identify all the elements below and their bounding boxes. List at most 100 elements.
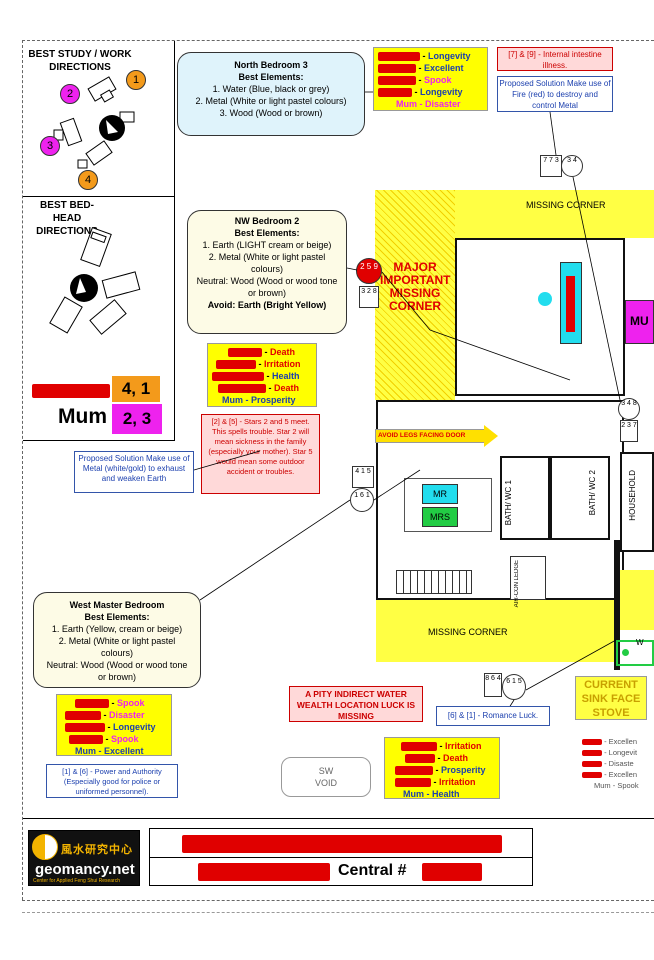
- logo: 風水研究中心 geomancy.net Center for Applied F…: [28, 830, 140, 886]
- bed-frame: [404, 478, 492, 532]
- luck-mum-row: Mum - Disaster: [396, 99, 461, 109]
- wall-segment: [614, 540, 620, 670]
- connector-line: [373, 469, 421, 501]
- edge-luck-box: - Excellen - Longevit - Disaste - Excell…: [578, 736, 654, 792]
- connector-line: [199, 499, 351, 601]
- sw-void-label: SW VOID: [314, 766, 337, 788]
- bed-icon: [49, 226, 141, 335]
- luck-text: Spook: [111, 734, 139, 744]
- connector-line: [346, 267, 358, 271]
- north-bedroom-title: North Bedroom 3: [234, 60, 308, 70]
- luck-text: Longevity: [113, 722, 156, 732]
- person1-row: 4, 1: [30, 376, 170, 404]
- luck-text: Excellent: [424, 63, 464, 73]
- title-line: [150, 857, 532, 858]
- sw-luck-box: - Irritation - Death - Prosperity - Irri…: [384, 737, 500, 799]
- north-bedroom-box: North Bedroom 3 Best Elements: 1. Water …: [177, 52, 365, 136]
- connector-line: [193, 450, 261, 471]
- sw-void: SW VOID: [281, 757, 371, 797]
- nw-bedroom-box: NW Bedroom 2 Best Elements: 1. Earth (LI…: [187, 210, 347, 334]
- w-label: W: [636, 638, 644, 647]
- lamp-dot: [538, 292, 552, 306]
- yin-yang-icon: [32, 834, 58, 860]
- red-marker: [566, 276, 575, 332]
- luck-mum-row: Mum - Excellent: [75, 746, 144, 756]
- luck-text: Disaster: [109, 710, 145, 720]
- stars-sw-box: 8 6 4: [484, 673, 502, 697]
- direction-badge-4: 4: [78, 170, 98, 190]
- west-luck-box: - Spook - Disaster - Longevity - Spook M…: [56, 694, 172, 756]
- luck-text: Death: [443, 753, 469, 763]
- stars-nw-circle: 2 5 9: [356, 258, 382, 284]
- north-solution: Proposed Solution Make use of Fire (red)…: [497, 76, 613, 112]
- luck-row: - Longevity: [378, 50, 483, 62]
- stars-n-right: 3 4: [561, 155, 583, 177]
- room-right-magenta: [625, 300, 654, 344]
- connector-line: [381, 271, 431, 331]
- luck-row: - Spook: [378, 74, 483, 86]
- edge-luck-text: Excellen: [608, 737, 638, 746]
- bed-mr: MR: [422, 484, 458, 504]
- wardrobe: [396, 570, 472, 594]
- north-bedroom-item: 1. Water (Blue, black or grey): [212, 84, 330, 94]
- redacted-name: [32, 384, 110, 398]
- bed-mrs: MRS: [422, 507, 458, 527]
- luck-row: - Irritation: [389, 776, 495, 788]
- luck-text: Irritation: [439, 777, 476, 787]
- edge-luck-text: Disaste: [608, 759, 634, 768]
- major-missing-zone: [375, 190, 455, 400]
- page-frame-bottom2: [22, 912, 654, 913]
- north-bedroom-item: 2. Metal (White or light pastel colours): [195, 96, 347, 106]
- luck-row: - Health: [212, 370, 312, 382]
- luck-row: - Longevit: [582, 747, 654, 758]
- missing-corner-top: [455, 190, 654, 238]
- title-block: Central #: [149, 828, 533, 886]
- west-master-item: 1. Earth (Yellow, cream or beige): [51, 624, 183, 634]
- page-frame-top: [22, 40, 654, 41]
- sink-note: CURRENT SINK FACE STOVE: [575, 676, 647, 720]
- nw-bedroom-subtitle: Best Elements:: [234, 228, 300, 238]
- stars-w-box: 4 1 5: [352, 466, 374, 488]
- luck-text: Prosperity: [441, 765, 486, 775]
- logo-sub: Center for Applied Feng Shui Research: [33, 878, 120, 884]
- stars-sw-circle: 6 1 5: [502, 674, 526, 700]
- study-desks-diagram: [53, 76, 135, 169]
- direction-badge-1: 1: [126, 70, 146, 90]
- luck-row: - Longevity: [378, 86, 483, 98]
- sink-dot: [622, 649, 629, 656]
- nw-bedroom-title: NW Bedroom 2: [234, 216, 300, 226]
- edge-luck-text: Excellen: [608, 770, 638, 779]
- west-master-subtitle: Best Elements:: [84, 612, 150, 622]
- nw-luck-box: - Death - Irritation - Health - Death Mu…: [207, 343, 317, 407]
- nw-bedroom-item: 1. Earth (LIGHT cream or beige): [202, 240, 332, 250]
- luck-row: - Excellen: [582, 769, 654, 780]
- edge-luck-text: Longevit: [608, 748, 638, 757]
- luck-mum-row: Mum - Prosperity: [222, 395, 296, 405]
- luck-row: - Death: [389, 752, 495, 764]
- person2-name: Mum: [58, 405, 107, 428]
- left-panel: [23, 41, 175, 441]
- west-master-box: West Master Bedroom Best Elements: 1. Ea…: [33, 592, 201, 688]
- bath-wc1: [500, 456, 550, 540]
- direction-badge-2: 2: [60, 84, 80, 104]
- footer-divider: [23, 818, 654, 819]
- household-shelter: [620, 452, 654, 552]
- luck-row: - Spook: [61, 697, 167, 709]
- logo-cn: 風水研究中心: [61, 844, 133, 856]
- bedhead-diagram: [49, 226, 141, 335]
- nw-solution: Proposed Solution Make use of Metal (whi…: [74, 451, 194, 493]
- connector-line: [525, 639, 617, 691]
- west-master-item: Neutral: Wood (Wood or wood tone or brow…: [46, 660, 188, 682]
- person1-values: 4, 1: [112, 376, 160, 402]
- compass-needle-icon: [106, 120, 118, 134]
- direction-badge-3: 3: [40, 136, 60, 156]
- study-title: BEST STUDY / WORK DIRECTIONS: [28, 49, 132, 73]
- luck-text: Death: [274, 383, 300, 393]
- stars-e-box: 2 3 7: [620, 420, 638, 442]
- luck-text: Spook: [424, 75, 452, 85]
- north-bedroom-subtitle: Best Elements:: [238, 72, 304, 82]
- bedhead-title: BEST BED-HEAD DIRECTIONS: [36, 200, 98, 237]
- luck-text: Spook: [117, 698, 145, 708]
- luck-row: - Spook: [61, 733, 167, 745]
